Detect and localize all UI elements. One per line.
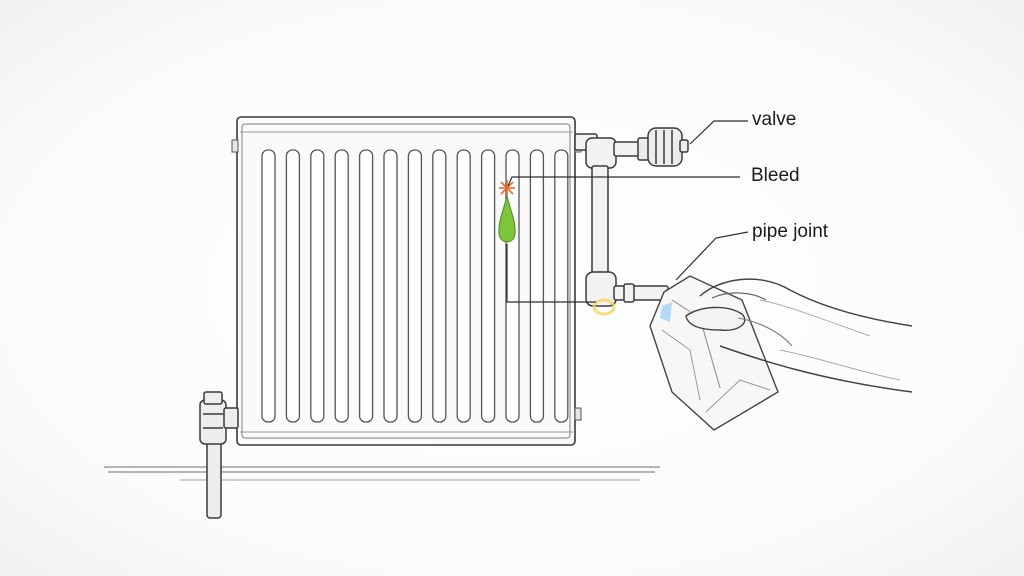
- radiator-fin: [358, 149, 374, 423]
- radiator-fin: [261, 149, 276, 423]
- radiator-fin: [505, 149, 520, 423]
- radiator-fin: [334, 149, 349, 423]
- leader-lines: [506, 120, 749, 303]
- hand-with-cloth-icon: [649, 275, 913, 431]
- bleed-spark-icon: [499, 180, 515, 196]
- pipe-joint-label: pipe joint: [752, 221, 829, 242]
- valve-label: valve: [752, 109, 797, 130]
- supply-pipework: [574, 133, 669, 307]
- radiator-fin: [432, 149, 447, 423]
- water-drop-icon: [498, 195, 516, 243]
- radiator-fin: [310, 149, 325, 423]
- radiator-fin: [407, 149, 423, 423]
- joint-leak-glow: [592, 298, 616, 316]
- radiator-fin: [480, 149, 496, 423]
- floor-lines: [104, 466, 660, 481]
- radiator-icon: [231, 116, 582, 446]
- radiator-fin: [554, 149, 569, 423]
- radiator-fin: [456, 149, 471, 423]
- bleed-label: Bleed: [751, 165, 800, 186]
- return-valve-icon: [199, 391, 239, 519]
- radiator-fin: [529, 149, 545, 423]
- radiator-fin: [285, 149, 301, 423]
- valve-icon: [637, 127, 689, 167]
- radiator-fin: [383, 149, 398, 423]
- radiator-fins: [261, 149, 569, 423]
